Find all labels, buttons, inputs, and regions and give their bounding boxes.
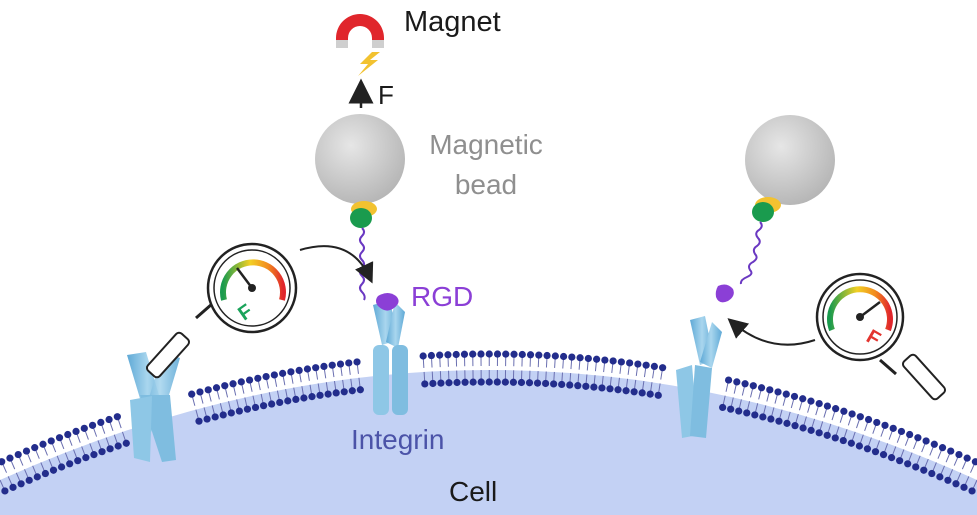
rgd-label: RGD <box>411 281 474 312</box>
pointer-arrow-left <box>299 245 374 284</box>
cell-membrane <box>0 350 977 495</box>
integrin-right <box>676 316 722 438</box>
magnetic-bead-center <box>315 114 405 228</box>
force-gauge-left-icon: F <box>145 242 298 379</box>
force-label: F <box>378 80 394 110</box>
magnetic-bead-right <box>745 115 835 222</box>
integrin-center <box>373 300 408 415</box>
integrin-label: Integrin <box>351 424 445 455</box>
bead-label-line1: Magnetic <box>429 129 543 160</box>
rgd-ligand-right <box>715 284 734 303</box>
pointer-arrow-right <box>727 318 816 346</box>
cell-label: Cell <box>449 476 498 507</box>
magnetic-bead-label: Magnetic bead <box>408 125 564 205</box>
linker-right <box>739 221 763 285</box>
integrin-left <box>127 352 180 462</box>
magnet-label: Magnet <box>404 6 501 38</box>
force-gauge-right-icon: F <box>815 272 947 401</box>
magnet-icon <box>336 14 384 76</box>
bead-label-line2: bead <box>454 169 518 200</box>
cell-body <box>0 370 977 515</box>
rgd-ligand-center <box>376 293 399 311</box>
